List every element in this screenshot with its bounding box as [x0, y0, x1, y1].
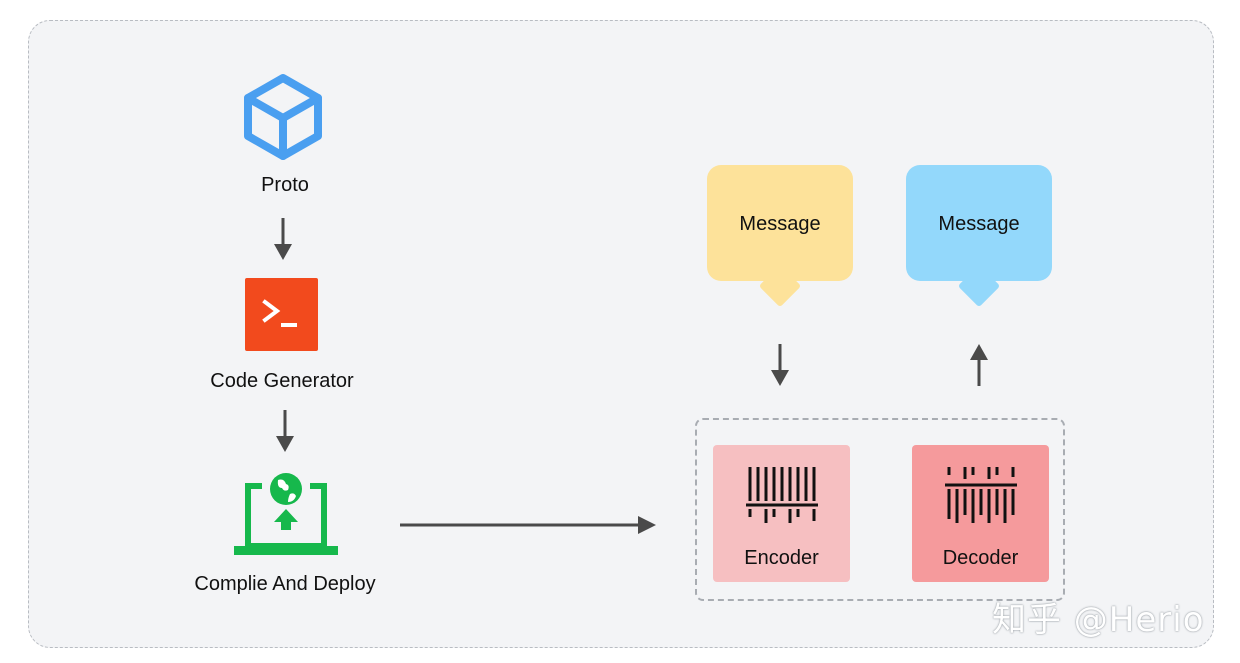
compile-deploy-label: Complie And Deploy	[194, 573, 376, 595]
message-output-bubble: Message	[906, 165, 1052, 308]
decoder-label: Decoder	[942, 547, 1019, 569]
message-input-label: Message	[739, 213, 821, 235]
arrow-up-decoder	[970, 344, 988, 386]
message-input-bubble: Message	[707, 165, 853, 308]
laptop-deploy-icon	[234, 473, 338, 555]
terminal-icon	[245, 278, 318, 351]
encoder-label: Encoder	[744, 547, 819, 569]
decoder-box: Decoder	[912, 445, 1049, 582]
barcode-icon	[746, 467, 818, 523]
watermark: 知乎 @Herio	[992, 600, 1205, 640]
code-generator-label: Code Generator	[210, 370, 354, 392]
message-output-label: Message	[938, 213, 1020, 235]
arrow-down-1	[274, 218, 292, 260]
codec-group: Encoder Decoder	[695, 418, 1065, 601]
proto-label: Proto	[261, 174, 309, 196]
arrow-down-encoder	[771, 344, 789, 386]
encoder-box: Encoder	[713, 445, 850, 582]
barcode-icon	[945, 467, 1017, 523]
arrow-down-2	[276, 410, 294, 452]
arrow-right	[400, 516, 656, 534]
cube-icon	[244, 74, 322, 160]
